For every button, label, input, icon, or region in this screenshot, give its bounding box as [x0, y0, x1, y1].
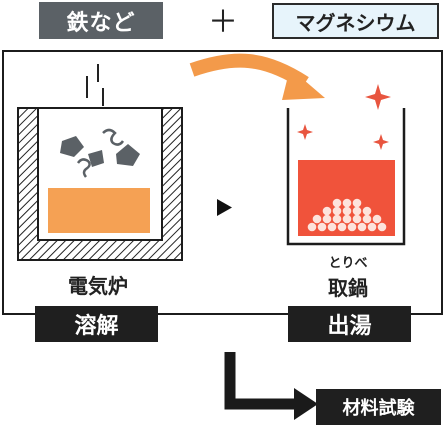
melting-step-label: 溶解 [74, 314, 119, 339]
plus-symbol: ＋ [208, 5, 238, 40]
falling-lines-icon [86, 64, 104, 106]
bubble [337, 222, 347, 232]
molten-metal [48, 188, 150, 233]
tapping-step: 出湯 [288, 306, 411, 342]
tapping-step-label: 出湯 [327, 314, 372, 339]
bubble [327, 222, 337, 232]
bubble [342, 214, 352, 224]
bubble [322, 214, 332, 224]
bubble [342, 198, 352, 208]
ladle-label: 取鍋 [328, 276, 368, 300]
bubble [332, 198, 342, 208]
bubble [347, 222, 357, 232]
bubble [367, 222, 377, 232]
bubble [352, 198, 362, 208]
bubble [332, 206, 342, 216]
to-material-test-arrow-icon [224, 352, 318, 420]
spark-icons [297, 84, 391, 150]
bubble [307, 222, 317, 232]
bubble [332, 214, 342, 224]
bubble [322, 206, 332, 216]
magnesium-label: マグネシウム [295, 10, 416, 35]
bubble [357, 222, 367, 232]
flow-arrowhead-icon [217, 199, 232, 216]
bubbles [307, 198, 387, 232]
bubble [372, 214, 382, 224]
material-test-box: 材料試験 [316, 389, 441, 425]
bubble [312, 214, 322, 224]
process-frame [2, 50, 443, 315]
iron-label: 鉄など [66, 10, 136, 36]
furnace-vessel [17, 107, 183, 261]
melting-step: 溶解 [35, 306, 158, 342]
magnesium-tag: マグネシウム [272, 3, 439, 39]
material-test-label: 材料試験 [342, 398, 415, 419]
bubble [317, 222, 327, 232]
bubble [352, 206, 362, 216]
scrap-pieces-icon [60, 128, 140, 178]
bubble [362, 206, 372, 216]
bubble [352, 214, 362, 224]
electric-furnace-label: 電気炉 [68, 274, 128, 298]
bubble [377, 222, 387, 232]
bubble [362, 214, 372, 224]
pour-arrow-icon [189, 53, 325, 100]
ladle-reading: とりべ [328, 256, 368, 271]
bubble [342, 206, 352, 216]
iron-tag: 鉄など [39, 2, 163, 39]
